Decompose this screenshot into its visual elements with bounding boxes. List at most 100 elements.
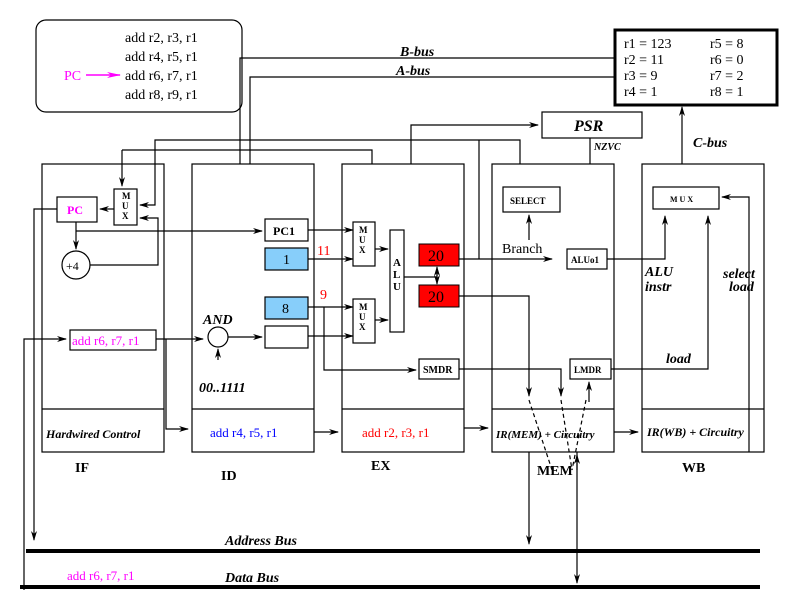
id-stage: PC1 1 8 AND 00..1111 11 9 add r4, r5, r1… [199, 218, 417, 484]
program-listing: add r2, r3, r1 add r4, r5, r1 add r6, r7… [35, 19, 243, 113]
if-stage: PC M U X +4 add r6, r7, r1 Hardwired Con… [23, 139, 521, 590]
ex-mux-top-x: X [359, 245, 366, 255]
alu-l: L [393, 269, 400, 281]
program-listing-frame [35, 19, 243, 113]
pc-register-label: PC [67, 203, 83, 217]
wb-mux-label: MUX [670, 195, 695, 204]
alu [389, 229, 405, 333]
branch-feedback-line [122, 149, 373, 164]
register-r1: r1 = 123 [624, 37, 672, 52]
ex-mux-top-m: M [359, 225, 368, 235]
ex-mux-bottom-m: M [359, 302, 368, 312]
lmdr-label: LMDR [574, 365, 602, 375]
instruction-2: add r4, r5, r1 [125, 50, 198, 65]
ex-mux-bottom [352, 298, 376, 344]
result-to-address-line [459, 295, 532, 397]
ex-mux-bottom-x: X [359, 322, 366, 332]
load-label: load [666, 352, 692, 367]
register-r6: r6 = 0 [710, 53, 744, 68]
c-bus-label: C-bus [693, 136, 728, 151]
ex-stage: M U X M U X A L U 20 20 SMDR add r2, r3,… [352, 140, 564, 474]
mask-label: 00..1111 [199, 381, 246, 396]
mem-stage: SELECT Branch ALUo1 LMDR IR(MEM) + Circu… [495, 186, 711, 584]
register-r2: r2 = 11 [624, 53, 664, 68]
plus4-label: +4 [66, 259, 79, 273]
pc-register [56, 196, 98, 223]
wb-stage-label: WB [682, 461, 705, 476]
a-bus-label: A-bus [395, 64, 431, 79]
mem-dashed-mid [560, 399, 573, 471]
alu-instr-label-1: ALU [644, 265, 674, 280]
branch-target-line [139, 139, 521, 208]
select-load-label-1: select [722, 267, 756, 282]
aluo1-to-wb-mux-line [607, 215, 668, 260]
data-bus-to-ir-line [23, 336, 67, 590]
wb-stage: MUX ALU instr select load load IR(WB) + … [644, 186, 756, 476]
register-r8: r8 = 1 [710, 85, 744, 100]
psr-box [541, 111, 643, 139]
instruction-1: add r2, r3, r1 [125, 31, 198, 46]
register-file: r1 = 123 r2 = 11 r3 = 9 r4 = 1 r5 = 8 r6… [613, 28, 779, 107]
wb-mux [652, 186, 720, 210]
if-instruction-register [69, 329, 157, 351]
alu-result-top-value: 20 [428, 248, 444, 265]
branch-label: Branch [502, 242, 542, 257]
forward-annotation-a: 11 [317, 244, 330, 259]
aluo1-label: ALUo1 [571, 255, 600, 265]
smdr-to-data-line [459, 368, 564, 397]
data-bus-value: add r6, r7, r1 [67, 568, 135, 583]
register-r3: r3 = 9 [624, 69, 658, 84]
pc1-label: PC1 [273, 224, 295, 238]
instruction-3: add r6, r7, r1 [125, 69, 198, 84]
ex-stage-label: EX [371, 459, 390, 474]
hardwired-control-label: Hardwired Control [45, 427, 141, 441]
id-stage-label: ID [221, 469, 237, 484]
immediate-latch [264, 325, 309, 349]
b-bus-label: B-bus [399, 45, 435, 60]
ex-instruction-text: add r2, r3, r1 [362, 425, 430, 440]
mem-ir-label: IR(MEM) + Circuitry [495, 429, 595, 441]
address-bus-label: Address Bus [224, 534, 298, 549]
register-file-frame [613, 28, 779, 107]
adder-to-mux-line [90, 215, 159, 266]
instruction-4: add r8, r9, r1 [125, 88, 198, 103]
register-r5: r5 = 8 [710, 37, 744, 52]
reg-b-latch [264, 296, 309, 320]
pc-pointer-label: PC [64, 69, 81, 84]
and-label: AND [202, 313, 233, 328]
select-load-line [721, 194, 750, 452]
forward-annotation-b: 9 [320, 288, 327, 303]
psr-flags-label: NZVC [593, 142, 621, 153]
and-gate [207, 326, 229, 348]
if-mux-m: M [122, 191, 131, 201]
wb-ir-label: IR(WB) + Circuitry [646, 425, 745, 439]
wb-stage-frame [641, 163, 765, 453]
ex-mux-top [352, 221, 376, 267]
mem-dashed-left [528, 399, 553, 471]
regb-to-smdr-line [323, 307, 417, 373]
data-bus-label: Data Bus [224, 571, 280, 586]
if-mux-u: U [122, 201, 129, 211]
reg-a-value: 1 [283, 253, 290, 268]
register-r7: r7 = 2 [710, 69, 744, 84]
alu-u: U [393, 281, 401, 293]
alu-instr-label-2: instr [645, 280, 672, 295]
if-mux [113, 188, 138, 226]
psr-label: PSR [573, 118, 604, 135]
lmdr-to-wb-mux-line [611, 215, 711, 370]
alu-a: A [393, 257, 401, 269]
ex-mux-top-u: U [359, 235, 366, 245]
if-mux-x: X [122, 211, 129, 221]
ex-mux-bottom-u: U [359, 312, 366, 322]
reg-b-value: 8 [282, 302, 289, 317]
alu-result-bottom-value: 20 [428, 289, 444, 306]
if-stage-label: IF [75, 461, 89, 476]
if-instruction-text: add r6, r7, r1 [72, 333, 140, 348]
ir-to-id-line [165, 339, 189, 432]
select-label: SELECT [510, 196, 546, 206]
mem-stage-label: MEM [537, 464, 573, 479]
smdr-label: SMDR [423, 365, 453, 376]
id-instruction-text: add r4, r5, r1 [210, 425, 278, 440]
select-unit [502, 186, 561, 213]
